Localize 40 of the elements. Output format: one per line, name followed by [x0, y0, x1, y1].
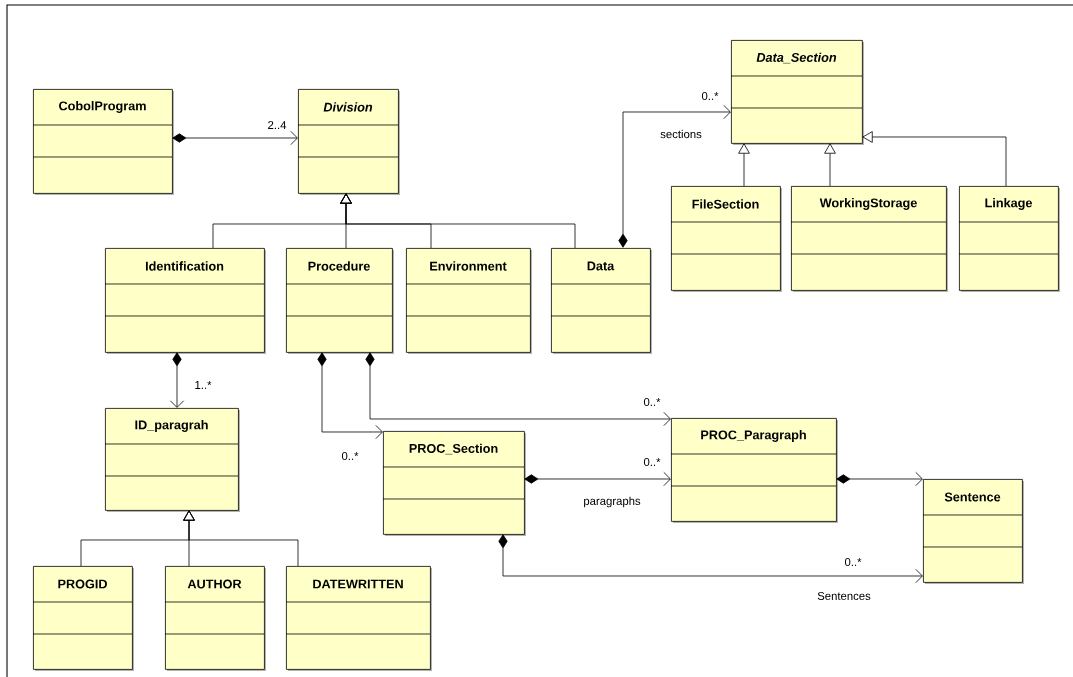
class-box: PROC_Section — [382, 431, 526, 536]
class-box: Data — [550, 248, 652, 354]
class-box: Procedure — [285, 248, 394, 354]
role-label: sections — [660, 129, 702, 139]
association-line — [183, 510, 299, 567]
role-label: paragraphs — [584, 496, 641, 508]
class-box: ID_paragrah — [104, 408, 240, 512]
class-box: AUTHOR — [164, 566, 266, 671]
class-box: CobolProgram — [32, 89, 174, 195]
class-box: Identification — [104, 248, 266, 354]
multiplicity-label: 0..* — [643, 398, 661, 406]
class-box: PROC_Paragraph — [670, 418, 838, 523]
class-box: Division — [297, 89, 400, 195]
association-line — [365, 352, 671, 427]
multiplicity-label: 0..* — [701, 92, 719, 100]
class-box: Linkage — [958, 186, 1060, 292]
association-line — [524, 471, 671, 487]
multiplicity-label: 2..4 — [268, 121, 287, 129]
association-line — [498, 534, 923, 584]
association-line — [738, 143, 750, 187]
association-line — [836, 471, 923, 487]
association-line — [340, 193, 576, 249]
class-box: Sentence — [922, 479, 1024, 584]
association-line — [862, 131, 1007, 187]
association-line — [618, 104, 731, 248]
multiplicity-label: 0..* — [643, 458, 661, 466]
role-label: Sentences — [817, 592, 871, 600]
association-line — [172, 130, 298, 146]
class-box: Data_Section — [730, 40, 864, 145]
class-box: Environment — [405, 248, 532, 354]
association-line — [824, 143, 836, 187]
class-box: FileSection — [670, 186, 782, 292]
class-box: PROGID — [32, 566, 134, 671]
association-line — [317, 352, 383, 440]
multiplicity-label: 0..* — [341, 452, 359, 460]
class-box: DATEWRITTEN — [285, 566, 432, 671]
multiplicity-label: 0..* — [844, 558, 862, 566]
multiplicity-label: 1..* — [195, 381, 212, 389]
association-line — [169, 352, 185, 408]
class-box: WorkingStorage — [790, 186, 948, 292]
